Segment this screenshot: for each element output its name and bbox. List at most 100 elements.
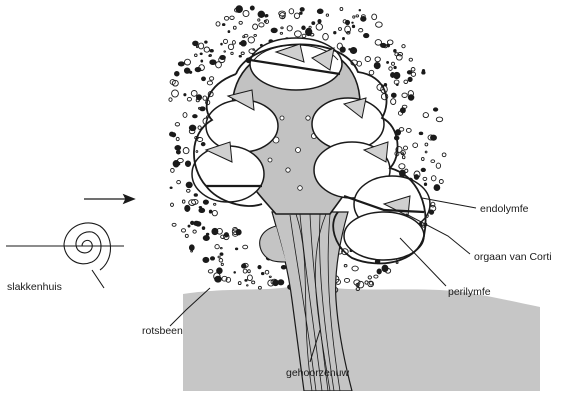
bone-pore-dot bbox=[402, 153, 404, 154]
bone-pore-dot bbox=[399, 128, 404, 132]
bone-pore-dot bbox=[381, 43, 386, 47]
bone-pore-dot bbox=[300, 8, 304, 12]
bone-pore-dot bbox=[396, 84, 398, 86]
bone-pore-dot bbox=[209, 210, 212, 213]
bone-pore-dot bbox=[212, 228, 218, 234]
bone-pore-dot bbox=[403, 146, 407, 150]
bone-pore-dot bbox=[187, 97, 191, 101]
bone-pore-dot bbox=[181, 229, 185, 232]
bone-pore-dot bbox=[188, 225, 190, 227]
bone-pore-dot bbox=[196, 151, 198, 153]
bone-pore-dot bbox=[287, 26, 292, 31]
bone-pore-dot bbox=[202, 77, 206, 81]
bone-pore-dot bbox=[352, 266, 358, 271]
bone-pore-dot bbox=[352, 25, 354, 28]
bone-pore-dot bbox=[352, 22, 354, 23]
rotsbeen-bone-shape bbox=[183, 286, 540, 391]
bone-pore-dot bbox=[253, 24, 258, 29]
bone-pore-dot bbox=[411, 68, 415, 72]
bone-pore-dot bbox=[195, 67, 201, 71]
bone-pore-dot bbox=[196, 222, 201, 227]
bone-pore-dot bbox=[252, 281, 255, 284]
bone-pore-dot bbox=[436, 117, 442, 122]
bone-pore-dot bbox=[425, 143, 428, 146]
bone-pore-dot bbox=[436, 163, 440, 168]
bone-pore-dot bbox=[234, 272, 236, 274]
bone-pore-dot bbox=[247, 285, 249, 286]
bone-pore-dot bbox=[200, 53, 202, 55]
bone-pore-dot bbox=[387, 61, 389, 63]
bone-pore-dot bbox=[193, 41, 199, 46]
bone-pore-dot bbox=[259, 23, 264, 27]
bone-pore-dot bbox=[218, 256, 220, 258]
bone-pore-dot bbox=[201, 142, 205, 145]
bone-pore-dot bbox=[413, 143, 418, 148]
label-gehoorzenuw: gehoorzenuw bbox=[286, 367, 349, 379]
bone-pore-dot bbox=[238, 282, 241, 285]
bone-pore-dot bbox=[231, 52, 233, 54]
bone-pore-dot bbox=[212, 210, 217, 215]
bone-pore-dot bbox=[306, 28, 312, 35]
bone-pore-dot bbox=[419, 132, 423, 135]
bone-pore-dot bbox=[242, 264, 247, 268]
bone-pore-dot bbox=[404, 80, 408, 83]
bone-pore-dot bbox=[232, 41, 235, 45]
bone-pore-dot bbox=[377, 269, 381, 274]
bone-pore-dot bbox=[278, 280, 284, 285]
bone-pore-dot bbox=[364, 34, 369, 38]
bone-pore-dot bbox=[425, 151, 427, 153]
bone-pore-dot bbox=[391, 99, 396, 105]
bone-pore-dot bbox=[191, 221, 194, 224]
bone-pore-dot bbox=[239, 21, 242, 24]
bone-pore-dot bbox=[215, 245, 219, 249]
bone-pore-dot bbox=[312, 22, 315, 25]
bone-pore-dot bbox=[182, 200, 185, 203]
bone-pore-dot bbox=[203, 235, 209, 240]
bone-pore-dot bbox=[250, 6, 254, 10]
bone-pore-dot bbox=[300, 12, 303, 14]
bone-pore-dot bbox=[176, 150, 180, 154]
bone-pore-dot bbox=[258, 265, 261, 268]
bone-pore-dot bbox=[370, 282, 373, 286]
bone-pore-dot bbox=[194, 194, 197, 197]
bone-pore-dot bbox=[220, 247, 222, 248]
bone-pore-dot bbox=[265, 14, 268, 16]
bone-pore-dot bbox=[402, 45, 405, 48]
bone-pore-dot bbox=[431, 135, 437, 140]
bone-pore-dot bbox=[354, 280, 360, 285]
bone-pore-dot bbox=[391, 93, 396, 97]
bone-pore-dot bbox=[171, 203, 174, 206]
bone-pore-dot bbox=[219, 259, 223, 263]
bone-pore-dot bbox=[170, 187, 172, 189]
bone-pore-dot bbox=[396, 262, 398, 263]
bone-pore-dot bbox=[431, 160, 435, 163]
bone-pore-dot bbox=[359, 29, 363, 32]
bone-pore-dot bbox=[271, 28, 277, 33]
bone-pore-dot bbox=[349, 49, 351, 50]
bone-pore-dot bbox=[439, 180, 443, 184]
bone-pore-dot bbox=[185, 234, 188, 237]
bone-pore-dot bbox=[206, 233, 209, 235]
bone-pore-dot bbox=[429, 210, 433, 214]
bone-pore-dot bbox=[353, 16, 355, 18]
bone-pore-dot bbox=[228, 31, 230, 33]
bone-pore-dot bbox=[382, 265, 388, 272]
bone-pore-dot bbox=[399, 164, 405, 169]
bone-pore-dot bbox=[289, 9, 294, 14]
bone-pore-dot bbox=[422, 157, 425, 160]
bone-pore-dot bbox=[422, 71, 425, 74]
bone-pore-dot bbox=[374, 275, 378, 278]
bone-pore-dot bbox=[210, 60, 216, 65]
bone-pore-dot bbox=[175, 123, 179, 126]
bone-pore-dot bbox=[281, 27, 283, 29]
bone-pore-dot bbox=[281, 265, 286, 269]
bone-pore-dot bbox=[204, 47, 209, 52]
bone-pore-dot bbox=[334, 32, 336, 34]
bone-pore-dot bbox=[247, 275, 252, 281]
bone-pore-dot bbox=[195, 54, 198, 57]
direction-arrow bbox=[84, 195, 134, 203]
bone-pore-dot bbox=[423, 113, 428, 118]
bone-pore-dot bbox=[214, 203, 216, 205]
bone-pore-dot bbox=[409, 58, 412, 61]
bone-pore-dot bbox=[340, 47, 345, 52]
